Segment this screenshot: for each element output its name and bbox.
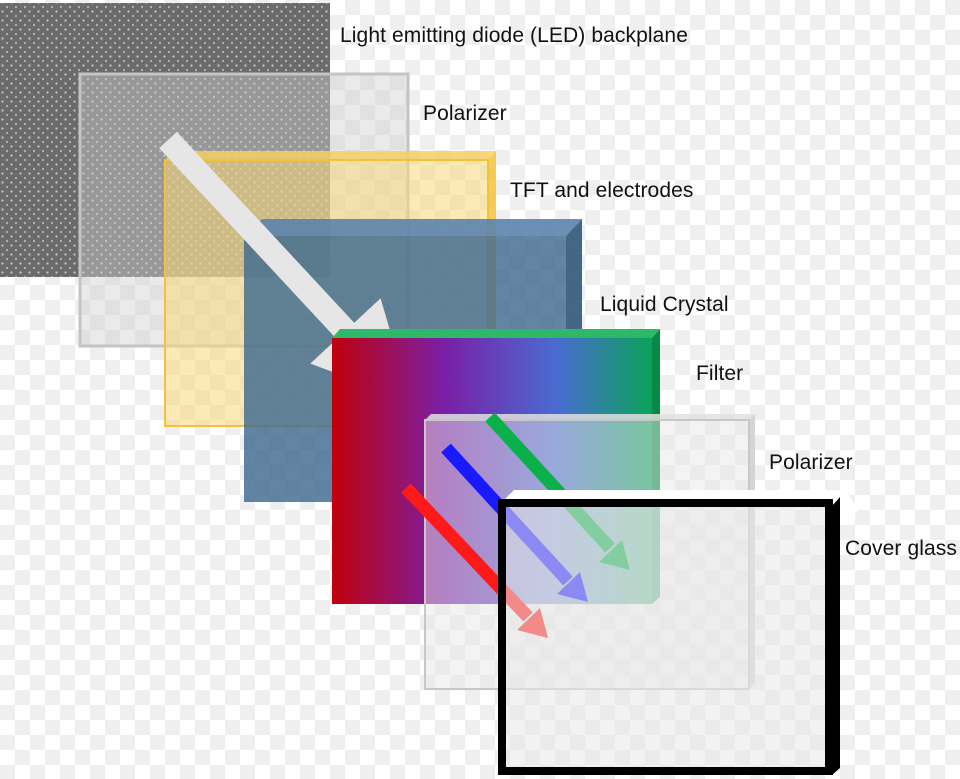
filter-label: Filter	[696, 362, 744, 385]
tft-electrodes-label: TFT and electrodes	[510, 179, 694, 202]
cover-glass-layer	[498, 490, 859, 775]
liquid-crystal-label: Liquid Crystal	[600, 293, 729, 316]
white-light-arrow	[159, 131, 411, 402]
rear-polarizer-label: Polarizer	[423, 102, 507, 125]
backplane-label: Light emitting diode (LED) backplane	[340, 24, 688, 47]
front-polarizer-label: Polarizer	[769, 451, 853, 474]
cover-glass-label: Cover glass	[845, 537, 957, 560]
